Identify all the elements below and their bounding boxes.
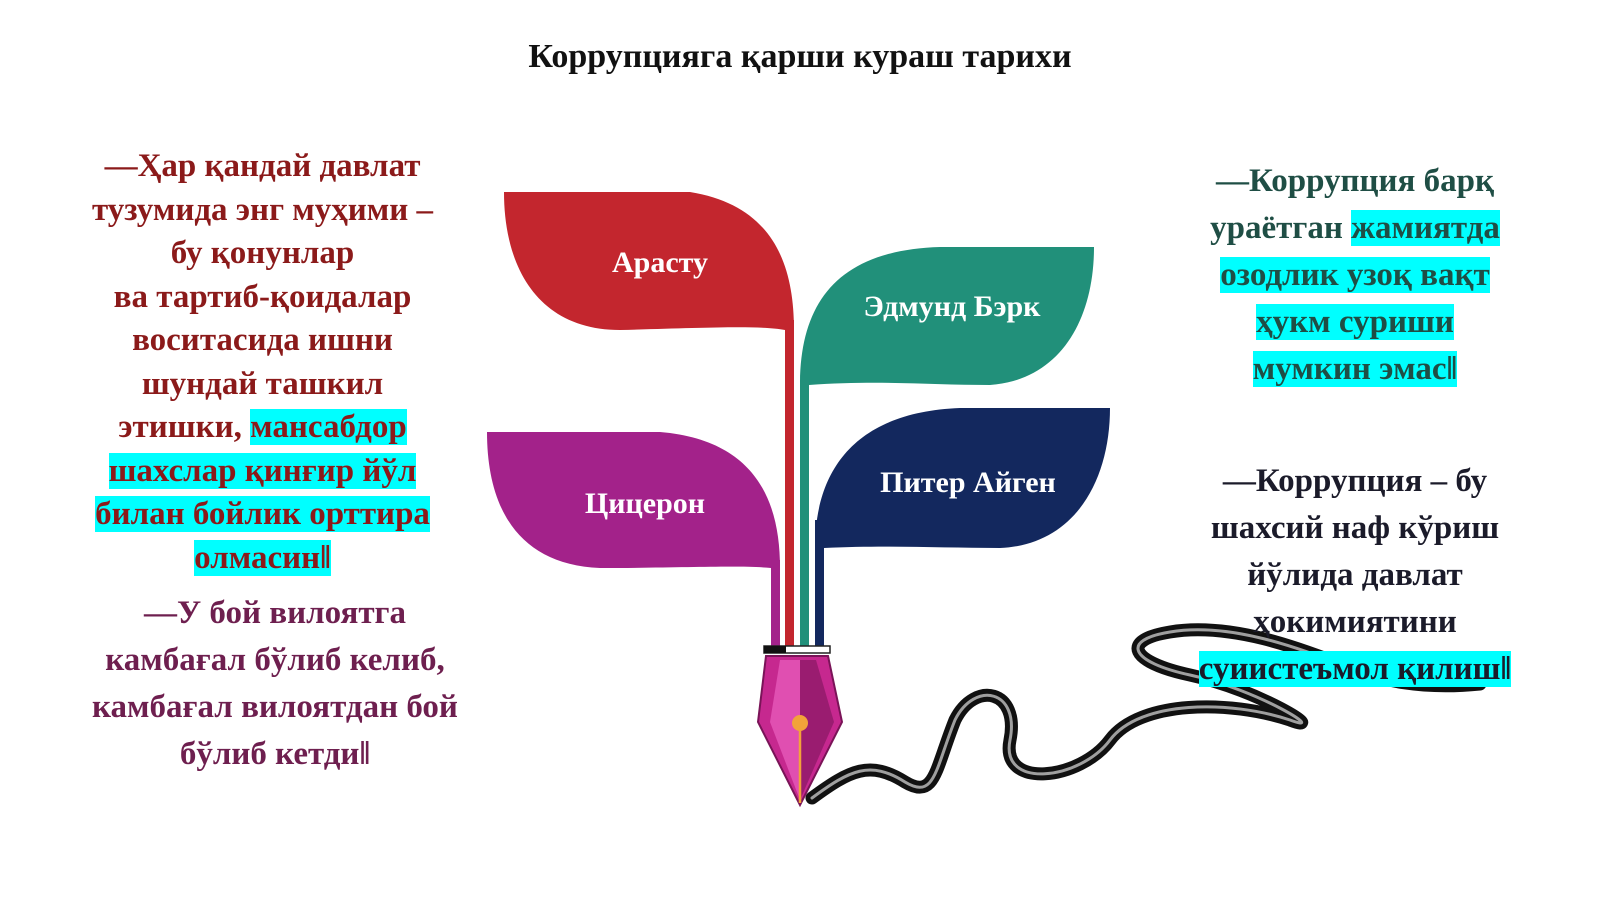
quote-line: шахсий наф кўриш: [1210, 510, 1500, 546]
quote-line: ―Коррупция – бу: [1222, 463, 1488, 499]
quote-line: этишки, мансабдор: [40, 406, 485, 450]
quote-text: ураётган: [1210, 210, 1352, 246]
highlighted-text: жамиятда: [1351, 210, 1500, 246]
quote-line: мумкин эмас‖: [1140, 346, 1570, 393]
quote-line: йўлида давлат: [1247, 557, 1463, 593]
highlighted-text: ҳукм суриши: [1256, 304, 1454, 340]
quote-line: камбағал бўлиб келиб,: [105, 642, 445, 678]
quote-line: билан бойлик орттира: [40, 493, 485, 537]
quote-line: ―Коррупция барқ: [1215, 163, 1495, 199]
quote-line: ҳокимиятини: [1253, 604, 1457, 640]
quote-burke: ―Коррупция барқ ураётган жамиятда озодли…: [1140, 158, 1570, 393]
ink-scribble-inner: [810, 628, 1352, 800]
quote-aigen: ―Коррупция – бу шахсий наф кўриш йўлида …: [1140, 458, 1570, 693]
quote-line: бўлиб кетди‖: [179, 736, 371, 772]
quote-aristotle: ―Ҳар қандай давлат тузумида энг муҳими –…: [40, 145, 485, 580]
pen-nib-icon: [756, 655, 844, 808]
stem-burke: [800, 380, 809, 648]
leaf-label-aigen: Питер Айген: [880, 466, 1056, 499]
leaf-label-aristotle: Арасту: [612, 246, 708, 279]
leaf-burke: [800, 247, 1094, 385]
quote-line: озодлик узоқ вақт: [1140, 252, 1570, 299]
highlighted-text: озодлик узоқ вақт: [1220, 257, 1490, 293]
leaf-label-burke: Эдмунд Бэрк: [864, 290, 1042, 323]
highlighted-text: билан бойлик орттира: [95, 496, 430, 532]
leaf-aristotle: [504, 192, 794, 330]
quote-line: шахслар қинғир йўл: [40, 450, 485, 494]
quote-line: тузумида энг муҳими –: [91, 191, 434, 228]
leaf-label-cicero: Цицерон: [585, 487, 705, 520]
quote-line: олмасин‖: [40, 537, 485, 581]
leaf-aigen: [815, 408, 1110, 548]
quote-line: камбағал вилоятдан бой: [92, 689, 458, 725]
stem-cicero: [771, 560, 780, 648]
quote-line: ―У бой вилоятга: [143, 595, 407, 631]
quote-cicero: ―У бой вилоятга камбағал бўлиб келиб, ка…: [40, 590, 510, 778]
page-title: Коррупцияга қарши кураш тарихи: [528, 38, 1072, 75]
quote-line: суиистеъмол қилиш‖: [1140, 646, 1570, 693]
highlighted-text: суиистеъмол қилиш‖: [1198, 651, 1512, 687]
quote-text: этишки,: [118, 409, 251, 445]
highlighted-text: олмасин‖: [194, 539, 331, 576]
stem-aigen: [815, 520, 824, 648]
quote-line: воситасида ишни: [132, 322, 393, 358]
highlighted-text: шахслар қинғир йўл: [108, 452, 417, 489]
quote-line: ураётган жамиятда: [1140, 205, 1570, 252]
quote-line: бу қонунлар: [170, 235, 355, 271]
highlighted-text: мумкин эмас‖: [1252, 351, 1458, 387]
quote-line: ―Ҳар қандай давлат: [104, 148, 421, 184]
highlighted-text: мансабдор: [250, 409, 407, 445]
leaf-cicero: [487, 432, 780, 568]
quote-line: шундай ташкил: [141, 365, 384, 402]
stem-aristotle: [785, 320, 794, 648]
quote-line: ва тартиб-қоидалар: [113, 278, 412, 315]
quote-line: ҳукм суриши: [1140, 299, 1570, 346]
